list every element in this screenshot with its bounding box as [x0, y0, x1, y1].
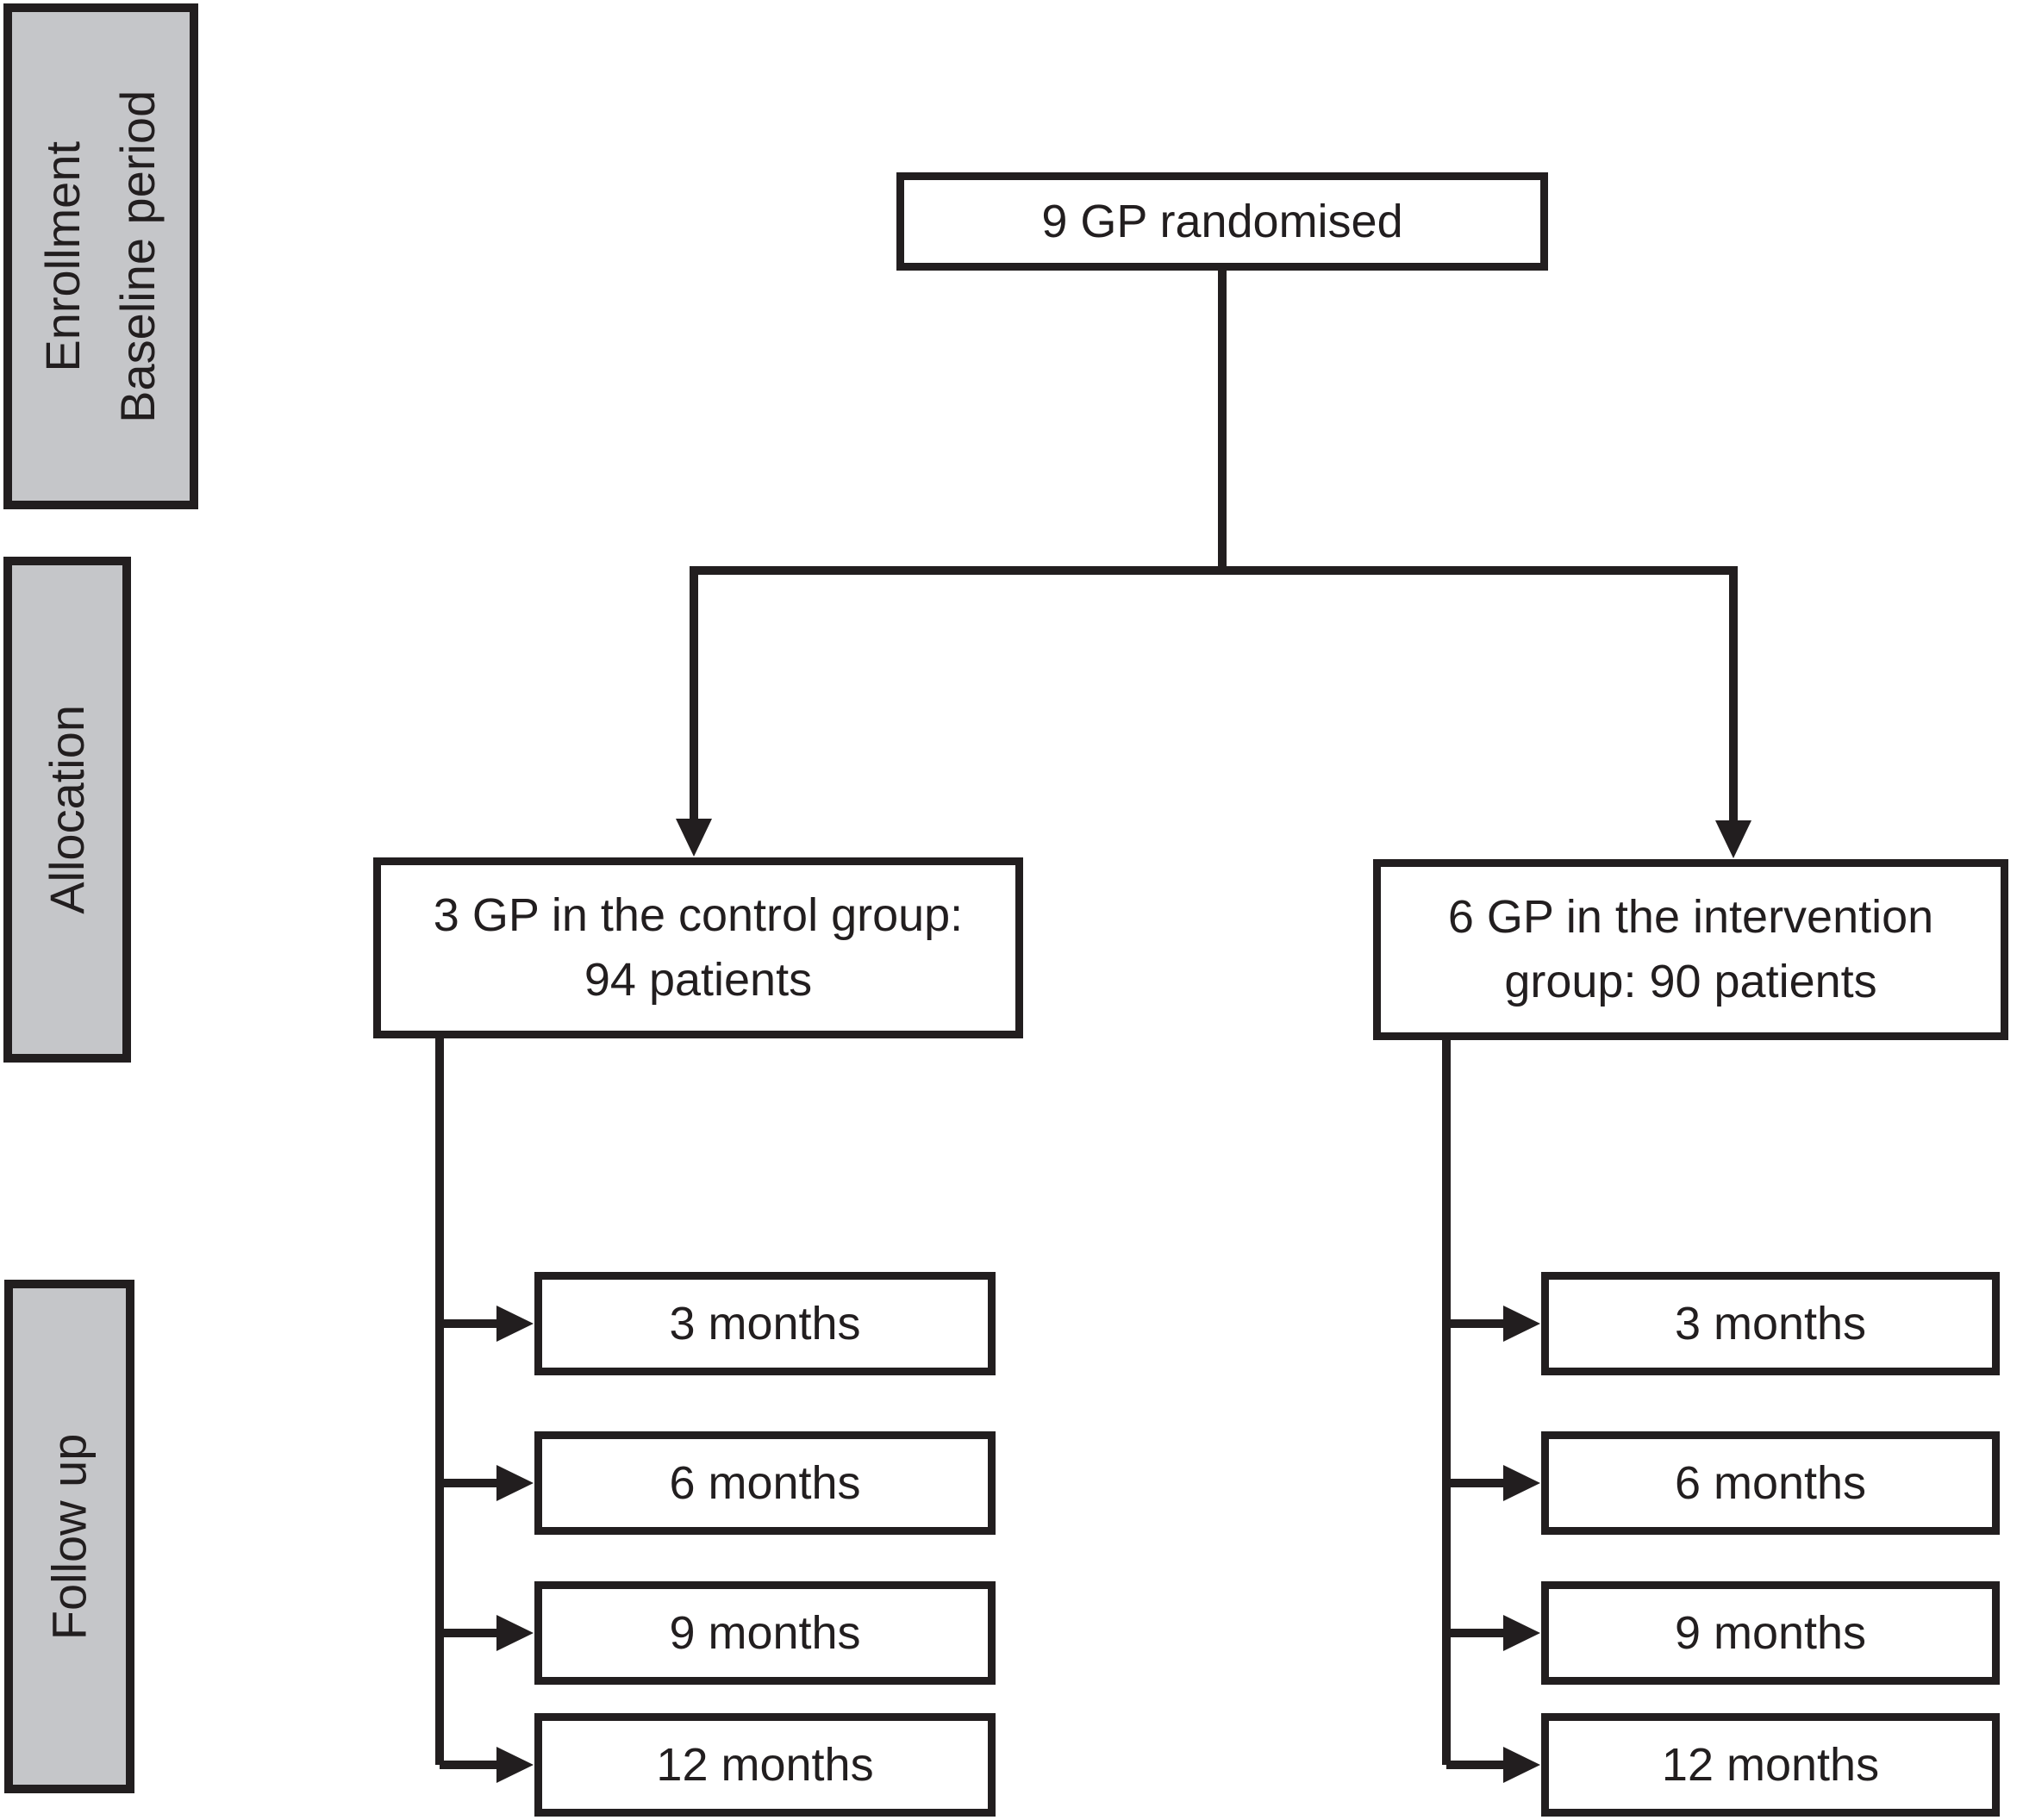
- arrowhead-control: [676, 819, 712, 857]
- followup-label: 3 months: [669, 1297, 861, 1349]
- arrowhead-intervention-12m: [1503, 1747, 1540, 1783]
- node-intervention-group: 6 GP in the intervention group: 90 patie…: [1373, 859, 2008, 1040]
- node-control-group-text: 3 GP in the control group: 94 patients: [433, 889, 964, 1006]
- followup-box-intervention-3-months: 3 months: [1541, 1272, 2000, 1375]
- stage-label-allocation: Allocation: [3, 557, 131, 1063]
- followup-label: 6 months: [669, 1456, 861, 1509]
- arrowhead-control-3m: [496, 1306, 534, 1342]
- followup-box-control-3-months: 3 months: [534, 1272, 996, 1375]
- followup-box-intervention-6-months: 6 months: [1541, 1431, 2000, 1535]
- followup-label: 3 months: [1674, 1297, 1867, 1349]
- followup-label: 12 months: [656, 1738, 874, 1791]
- arrowhead-intervention-6m: [1503, 1465, 1540, 1501]
- followup-box-intervention-9-months: 9 months: [1541, 1581, 2000, 1685]
- stage-label-followup-text: Follow up: [41, 1433, 97, 1640]
- node-randomised-text: 9 GP randomised: [1041, 195, 1403, 247]
- stage-label-enrollment-baseline: Enrollment Baseline period: [3, 3, 198, 509]
- arrowhead-intervention-9m: [1503, 1615, 1540, 1651]
- followup-box-control-9-months: 9 months: [534, 1581, 996, 1685]
- node-control-group: 3 GP in the control group: 94 patients: [373, 857, 1023, 1038]
- followup-label: 9 months: [1674, 1606, 1867, 1659]
- node-randomised: 9 GP randomised: [896, 172, 1548, 271]
- arrowhead-intervention: [1715, 820, 1751, 858]
- node-intervention-group-text: 6 GP in the intervention group: 90 patie…: [1447, 891, 1934, 1007]
- stage-label-followup: Follow up: [4, 1280, 134, 1793]
- followup-box-control-6-months: 6 months: [534, 1431, 996, 1535]
- followup-box-control-12-months: 12 months: [534, 1713, 996, 1817]
- stage-label-enrollment-text: Enrollment Baseline period: [35, 90, 165, 423]
- arrowhead-control-12m: [496, 1747, 534, 1783]
- arrowhead-intervention-3m: [1503, 1306, 1540, 1342]
- followup-label: 9 months: [669, 1606, 861, 1659]
- followup-label: 12 months: [1661, 1738, 1880, 1791]
- followup-box-intervention-12-months: 12 months: [1541, 1713, 2000, 1817]
- stage-label-allocation-text: Allocation: [39, 705, 94, 914]
- followup-label: 6 months: [1674, 1456, 1867, 1509]
- arrowhead-control-6m: [496, 1465, 534, 1501]
- arrowhead-control-9m: [496, 1615, 534, 1651]
